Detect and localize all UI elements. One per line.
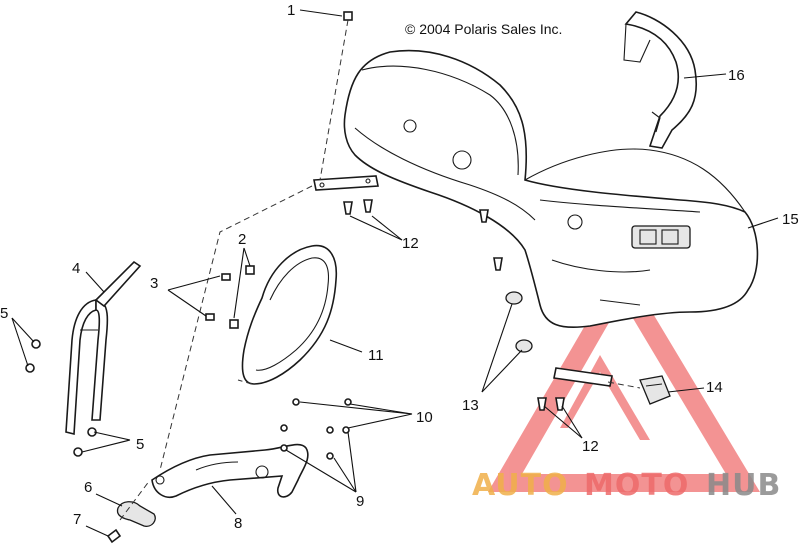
leader-lines [11,9,779,537]
callout-5-lower: 5 [136,436,144,453]
part-8-bracket [151,443,309,498]
part-14-latch [639,375,671,405]
assembly-lines [119,19,641,521]
part-4-frame [65,260,142,436]
part-15-seat-cowl [343,49,759,329]
callout-2: 2 [238,231,246,248]
callout-4: 4 [72,260,80,277]
callout-11: 11 [368,347,384,364]
copyright-text: © 2004 Polaris Sales Inc. [405,21,562,37]
callout-13: 13 [462,397,479,414]
watermark-moto: MOTO [584,468,689,503]
watermark-auto: AUTO [472,468,569,503]
mount-plate [313,175,379,191]
callout-12-lower: 12 [582,438,599,455]
callout-16: 16 [728,67,745,84]
watermark-logo [488,262,760,492]
callout-8: 8 [234,515,242,532]
watermark-triangle-outer [488,262,760,492]
callout-3: 3 [150,275,158,292]
callout-5-upper: 5 [0,305,8,322]
part-11-seat-pad [237,244,338,385]
callout-6: 6 [84,479,92,496]
callout-14: 14 [706,379,723,396]
latch-strap [553,367,613,387]
watermark-hub: HUB [706,468,781,503]
callout-1: 1 [287,2,295,19]
part-16-trim [623,11,697,149]
part-7-screw [106,528,122,544]
part-6-knob [116,501,156,527]
callout-7: 7 [73,511,81,528]
callout-12-upper: 12 [402,235,419,252]
callouts: 1 2 3 4 5 5 6 7 8 9 10 11 12 12 13 14 15… [0,2,799,532]
callout-9: 9 [356,493,364,510]
watermark-triangle-inner [560,355,650,440]
watermark-text: AUTO MOTO HUB [472,468,781,503]
callout-10: 10 [416,409,433,426]
callout-15: 15 [782,211,799,228]
